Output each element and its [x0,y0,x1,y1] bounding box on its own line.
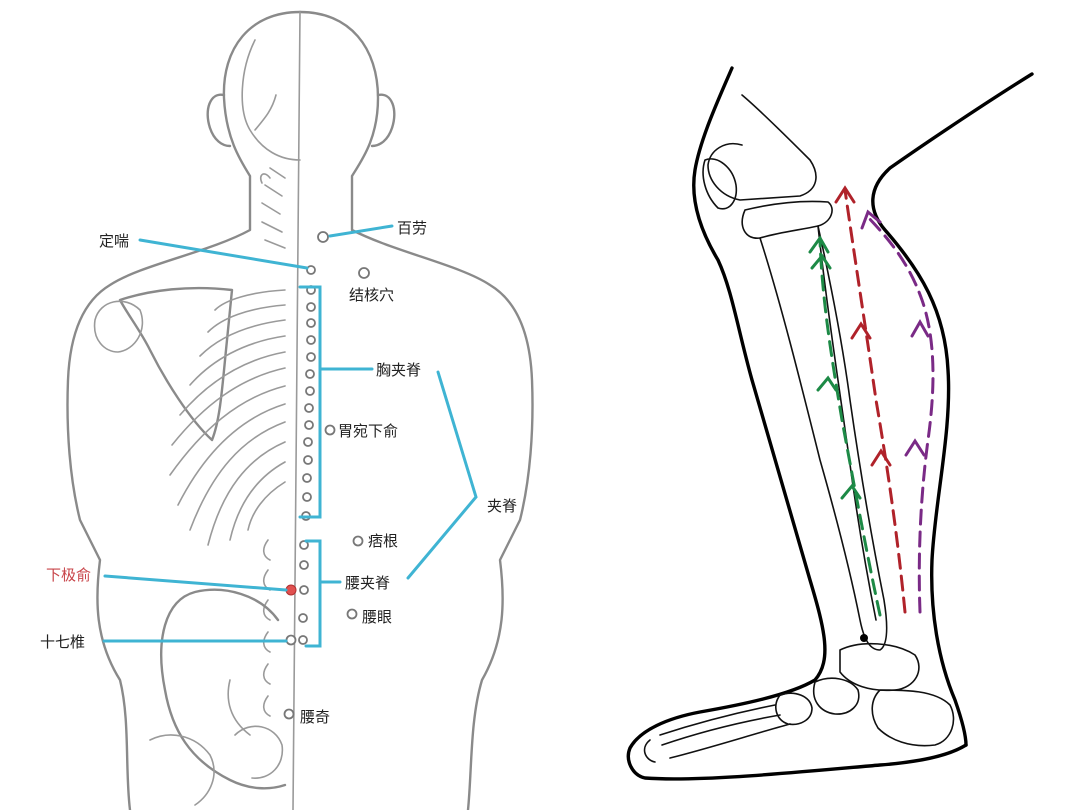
label-yaojiaji: 腰夹脊 [345,574,390,592]
meridian-green-arrows [808,235,862,500]
dingchuan-leader [138,238,309,270]
label-dingchuan: 定喘 [99,232,129,250]
leg-skin-front [626,66,968,781]
bailao-leader [328,224,394,238]
lumbar-spine [262,539,271,717]
ear-left [206,93,232,148]
label-shiqizhui: 十七椎 [40,633,85,651]
label-weiwanxiashu: 胃宛下俞 [338,422,398,440]
metatarsals [643,704,791,763]
meridian-arrow-icon [808,185,935,617]
tarsals [775,677,860,726]
label-jiaji: 夹脊 [487,497,517,515]
pigen-point [352,535,364,547]
label-jiehexue: 结核穴 [349,286,394,304]
yaoyan-point [346,608,358,620]
leg-skin-back [871,72,1034,747]
ribcage [169,289,286,546]
xiajishu-leader [103,574,288,592]
label-xiajishu: 下极俞 [46,566,91,584]
ear-right [370,93,396,148]
skull-outline [241,39,301,161]
femur-head [234,725,284,779]
pelvis-inner [149,679,251,806]
pelvis-left [160,588,287,790]
yaojiaji-bracket [304,539,342,648]
leg-skeleton-icon [626,66,1034,781]
head-outline [66,10,302,810]
shiqizhui-point [285,634,297,646]
jiehexue-point [358,267,370,279]
scapula-left [118,286,234,442]
bailao-point [317,231,329,243]
spine-midline [292,11,301,810]
talus [839,642,920,692]
yaoqi-point [283,708,295,720]
xiongjiaji-bracket [298,285,374,519]
label-pigen: 痞根 [368,532,398,550]
meridian-purple-arrows [860,209,930,457]
label-xiongjiaji: 胸夹脊 [376,361,421,379]
meridian-red [843,188,907,614]
ankle-point [860,634,868,642]
spine-points [298,265,316,645]
back-figure: 定喘 百劳 结核穴 胸夹脊 胃宛下俞 夹脊 痞根 下极俞 腰夹脊 腰眼 十七椎 … [40,10,534,810]
shoulder-joint [93,300,144,353]
label-yaoyan: 腰眼 [362,608,392,626]
calcaneus [871,689,955,747]
cervical-spine [259,167,286,249]
tibia [759,225,888,651]
femur [707,94,817,201]
meridian-purple [864,213,935,614]
patella [702,158,738,210]
jiaji-leader [406,370,478,580]
label-bailao: 百劳 [397,219,427,237]
head-outline-right [298,10,534,810]
meridian-red-arrows [834,185,892,467]
meridian-green [818,238,882,617]
label-yaoqi: 腰奇 [300,708,330,726]
weiwanxiashu-point [324,424,336,436]
